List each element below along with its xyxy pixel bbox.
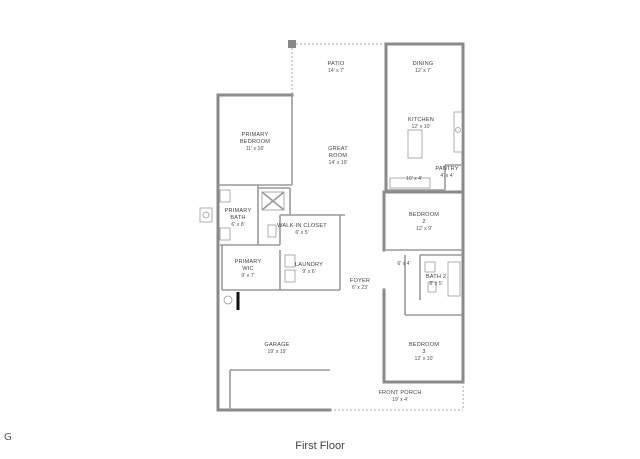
room-bath-2-label: BATH 2 (426, 274, 446, 280)
room-patio-dimension: 14' x 7' (328, 68, 344, 74)
room-bedroom-3-label: 3 (422, 349, 425, 355)
corner-mark: G (4, 432, 12, 443)
room-foyer-dimension: 6' x 23' (352, 285, 368, 291)
room-primary-bath-label: PRIMARY (225, 208, 252, 214)
room-primary-bedroom-label: BEDROOM (240, 139, 270, 145)
room-great-room-dimension: 14' x 19' (329, 160, 348, 166)
room-pantry-label: PANTRY (435, 166, 458, 172)
room-bedroom-2-label: 2 (422, 219, 425, 225)
room-great-room-label: GREAT (328, 146, 348, 152)
room-hall-closet-dimension: 6' x 4' (397, 261, 410, 267)
floor-title: First Floor (295, 440, 345, 452)
room-kitchen-dimension: 12' x 10' (412, 124, 431, 130)
interior-walls (218, 95, 463, 316)
patio-outline (288, 40, 386, 95)
room-laundry-label: LAUNDRY (295, 262, 323, 268)
room-bedroom-3-label: BEDROOM (409, 342, 439, 348)
room-walk-in-closet-label: WALK-IN CLOSET (277, 223, 327, 229)
room-primary-bedroom-dimension: 11' x 16' (246, 146, 265, 152)
room-primary-bedroom-label: PRIMARY (242, 132, 269, 138)
room-pantry-dimension: 4' x 4' (440, 173, 453, 179)
room-kitchen-label: KITCHEN (408, 117, 434, 123)
kitchen-fixtures (389, 111, 463, 189)
room-primary-wic-dimension: 9' x 7' (241, 273, 254, 279)
room-bedroom-2-dimension: 12' x 9' (416, 226, 432, 232)
room-bedroom-3-dimension: 12' x 10' (415, 356, 434, 362)
room-primary-wic-label: PRIMARY (235, 259, 262, 265)
room-primary-wic-label: WIC (242, 266, 253, 272)
room-foyer-label: FOYER (350, 278, 370, 284)
room-walk-in-closet-dimension: 6' x 5' (295, 230, 308, 236)
room-dining-dimension: 12' x 7' (415, 68, 431, 74)
room-nook-dimension: 10' x 4' (406, 176, 422, 182)
room-dining-label: DINING (413, 61, 434, 67)
room-primary-bath-label: BATH (230, 215, 245, 221)
room-front-porch-dimension: 19' x 4' (392, 397, 408, 403)
room-garage-label: GARAGE (264, 342, 289, 348)
front-porch-outline (330, 382, 464, 411)
garage-door (223, 292, 330, 410)
room-garage-dimension: 19' x 19' (268, 349, 287, 355)
room-front-porch-label: FRONT PORCH (378, 390, 421, 396)
room-patio-label: PATIO (328, 61, 345, 67)
room-primary-bath-dimension: 6' x 8' (231, 222, 244, 228)
room-laundry-dimension: 9' x 6' (302, 269, 315, 275)
room-bedroom-2-label: BEDROOM (409, 212, 439, 218)
bath-fixtures (199, 189, 461, 297)
room-great-room-label: ROOM (329, 153, 347, 159)
room-bath-2-dimension: 8' x 5' (429, 281, 442, 287)
